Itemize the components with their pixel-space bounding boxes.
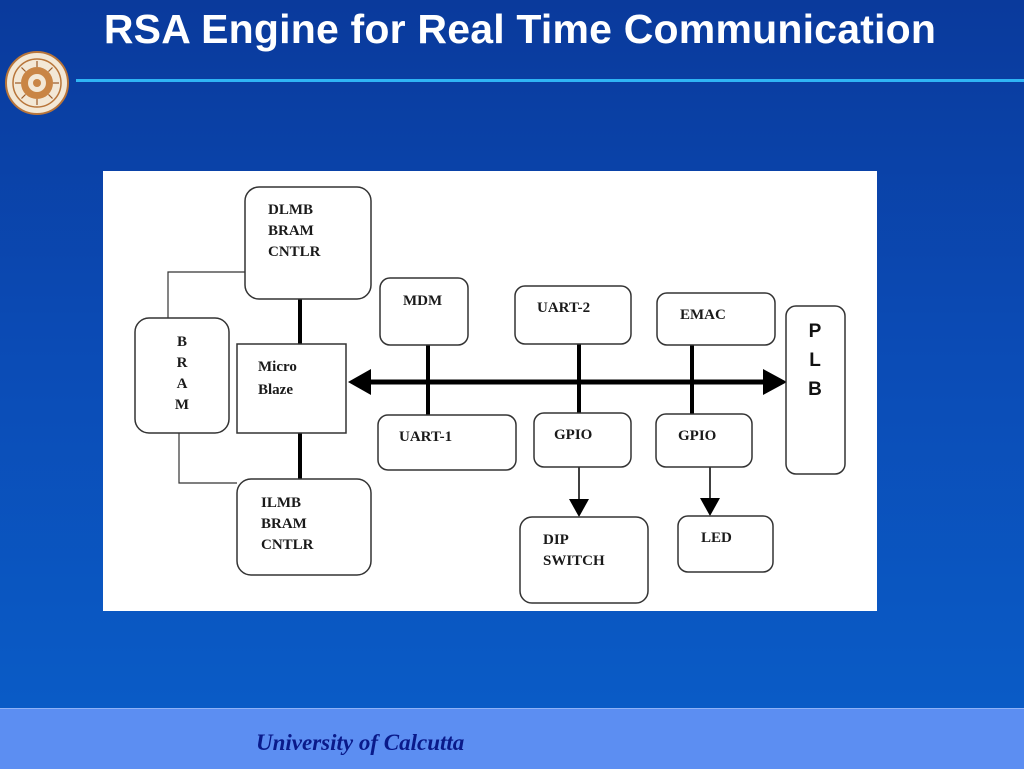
svg-text:ILMB: ILMB <box>261 495 301 511</box>
block-gpio-dip: GPIO <box>533 412 632 468</box>
svg-text:B: B <box>808 379 822 400</box>
svg-text:UART-2: UART-2 <box>537 300 590 316</box>
university-seal-icon <box>5 51 69 115</box>
svg-text:B: B <box>177 334 187 350</box>
block-led: LED <box>677 515 774 573</box>
bram-connector-lines <box>167 271 246 484</box>
block-bram: B R A M <box>134 317 230 434</box>
svg-text:UART-1: UART-1 <box>399 429 452 445</box>
svg-text:CNTLR: CNTLR <box>268 244 321 260</box>
block-uart-1: UART-1 <box>377 414 517 471</box>
svg-text:Micro: Micro <box>258 359 297 375</box>
block-ilmb-bram-cntlr: ILMB BRAM CNTLR <box>236 478 372 576</box>
svg-text:EMAC: EMAC <box>680 307 726 323</box>
plb-bus-arrowhead-right <box>763 369 787 395</box>
plb-bus-arrowhead-left <box>348 369 371 395</box>
block-diagram-panel: DLMB BRAM CNTLR B R A M Micro Blaze ILMB… <box>103 171 877 611</box>
svg-text:DLMB: DLMB <box>268 202 313 218</box>
block-plb: P L B <box>785 305 846 475</box>
block-mdm: MDM <box>379 277 469 346</box>
svg-text:SWITCH: SWITCH <box>543 553 605 569</box>
svg-text:DIP: DIP <box>543 532 569 548</box>
dip-arrowhead <box>569 499 589 517</box>
svg-text:A: A <box>177 376 188 392</box>
footer-bar <box>0 708 1024 769</box>
svg-text:LED: LED <box>701 530 732 546</box>
block-gpio-led: GPIO <box>655 413 753 468</box>
block-diagram: DLMB BRAM CNTLR B R A M Micro Blaze ILMB… <box>134 186 846 604</box>
block-microblaze: Micro Blaze <box>236 343 347 434</box>
svg-text:MDM: MDM <box>403 293 442 309</box>
gpio-output-arrows <box>578 467 711 502</box>
svg-text:Blaze: Blaze <box>258 382 293 398</box>
slide-title: RSA Engine for Real Time Communication <box>103 6 937 52</box>
led-arrowhead <box>700 498 720 516</box>
svg-text:R: R <box>177 355 188 371</box>
footer-university-name: University of Calcutta <box>256 730 465 755</box>
title-underline <box>76 79 1024 82</box>
block-dlmb-bram-cntlr: DLMB BRAM CNTLR <box>244 186 372 300</box>
svg-text:BRAM: BRAM <box>268 223 314 239</box>
block-uart-2: UART-2 <box>514 285 632 345</box>
block-emac: EMAC <box>656 292 776 346</box>
svg-text:M: M <box>175 397 189 413</box>
svg-text:L: L <box>809 350 821 371</box>
block-dip-switch: DIP SWITCH <box>519 516 649 604</box>
svg-text:GPIO: GPIO <box>678 428 716 444</box>
svg-text:P: P <box>809 321 822 342</box>
svg-text:CNTLR: CNTLR <box>261 537 314 553</box>
svg-text:GPIO: GPIO <box>554 427 592 443</box>
svg-text:BRAM: BRAM <box>261 516 307 532</box>
